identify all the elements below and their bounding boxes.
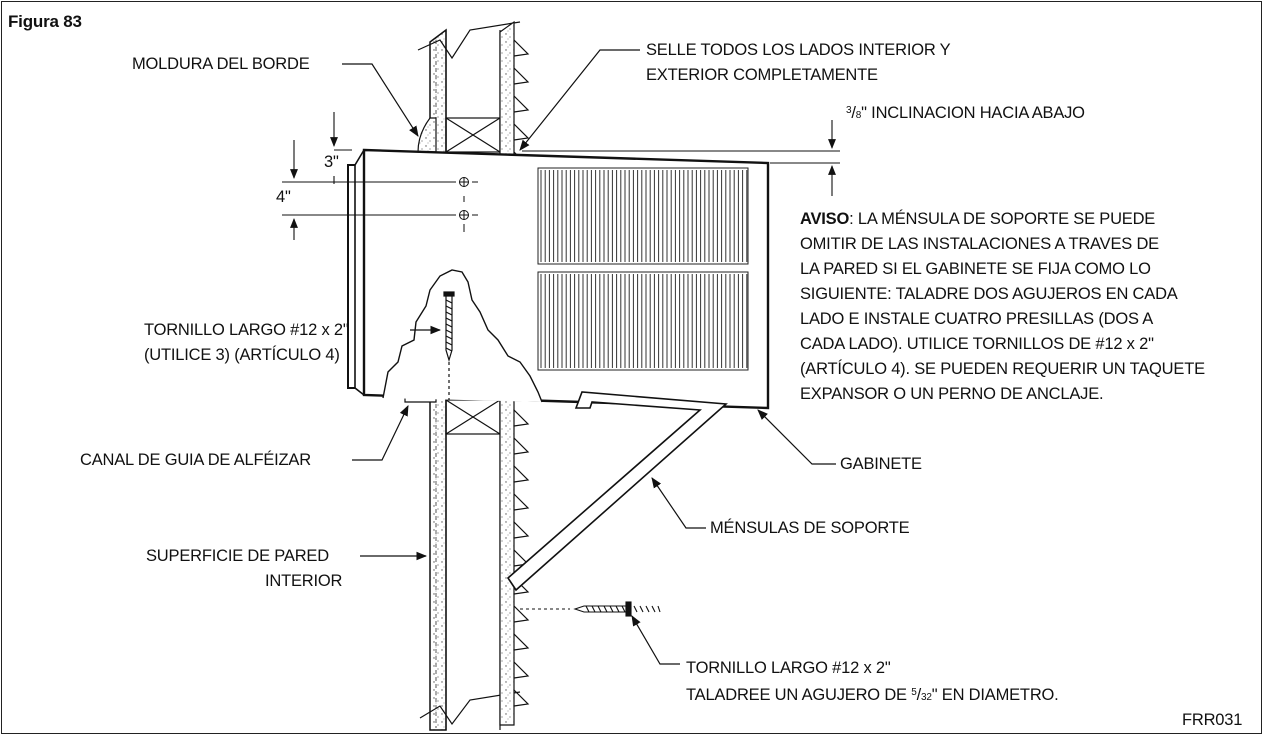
label-slope: 3/8" INCLINACION HACIA ABAJO bbox=[846, 104, 1085, 122]
cabinet-cutaway bbox=[382, 269, 543, 403]
label-support-brackets: MÉNSULAS DE SOPORTE bbox=[710, 519, 910, 537]
lower-screw bbox=[520, 601, 661, 617]
hole-fraction-den: 32 bbox=[921, 692, 932, 703]
upper-louver-panel bbox=[537, 167, 749, 265]
slope-fraction-den: 8 bbox=[855, 110, 862, 121]
dimension-3in: 3" bbox=[324, 153, 339, 171]
cabinet-louvers bbox=[537, 167, 749, 371]
edge-molding-shape bbox=[417, 117, 437, 153]
slope-text: " INCLINACION HACIA ABAJO bbox=[861, 104, 1085, 122]
leader-lines bbox=[342, 49, 836, 665]
label-seal-line2: EXTERIOR COMPLETAMENTE bbox=[646, 66, 878, 84]
notice-heading: AVISO bbox=[800, 210, 850, 228]
support-bracket-shape bbox=[506, 391, 728, 592]
label-screw-upper-line2: (UTILICE 3) (ARTÍCULO 4) bbox=[144, 346, 340, 364]
notice-block: AVISO: LA MÉNSULA DE SOPORTE SE PUEDE OM… bbox=[800, 207, 1205, 407]
label-wall-surface-line2: INTERIOR bbox=[265, 572, 343, 590]
dimension-lines bbox=[282, 112, 840, 240]
figure-code: FRR031 bbox=[1182, 711, 1243, 729]
label-screw-lower-line1: TORNILLO LARGO #12 x 2" bbox=[686, 659, 891, 677]
label-wall-surface-line1: SUPERFICIE DE PARED bbox=[146, 547, 329, 565]
notice-line4: SIGUIENTE: TALADRE DOS AGUJEROS EN CADA bbox=[800, 285, 1178, 303]
label-cabinet: GABINETE bbox=[840, 455, 922, 473]
notice-line5: LADO E INSTALE CUATRO PRESILLAS (DOS A bbox=[800, 310, 1154, 328]
label-sill-channel: CANAL DE GUIA DE ALFÉIZAR bbox=[80, 451, 311, 469]
label-screw-upper-line1: TORNILLO LARGO #12 x 2" bbox=[144, 321, 349, 339]
slope-fraction-num: 3 bbox=[846, 105, 852, 116]
notice-line2: OMITIR DE LAS INSTALACIONES A TRAVES DE bbox=[800, 235, 1159, 253]
label-edge-molding: MOLDURA DEL BORDE bbox=[132, 55, 310, 73]
notice-line8: EXPANSOR O UN PERNO DE ANCLAJE. bbox=[800, 385, 1104, 403]
notice-line7: (ARTÍCULO 4). SE PUEDEN REQUERIR UN TAQU… bbox=[800, 360, 1205, 378]
upper-screw bbox=[443, 291, 455, 400]
notice-line3: LA PARED SI EL GABINETE SE FIJA COMO LO bbox=[800, 260, 1151, 278]
label-seal-line1: SELLE TODOS LOS LADOS INTERIOR Y bbox=[646, 41, 951, 59]
notice-line1: AVISO: LA MÉNSULA DE SOPORTE SE PUEDE bbox=[800, 210, 1156, 228]
label-screw-lower-line2: TALADREE UN AGUJERO DE 5/32" EN DIAMETRO… bbox=[686, 686, 1059, 704]
notice-line6: CADA LADO). UTILICE TORNILLOS DE #12 x 2… bbox=[800, 335, 1154, 353]
figure-title: Figura 83 bbox=[8, 12, 82, 31]
lower-louver-panel bbox=[537, 271, 749, 371]
hole-fraction-num: 5 bbox=[911, 687, 917, 698]
dimension-4in: 4" bbox=[276, 188, 291, 206]
